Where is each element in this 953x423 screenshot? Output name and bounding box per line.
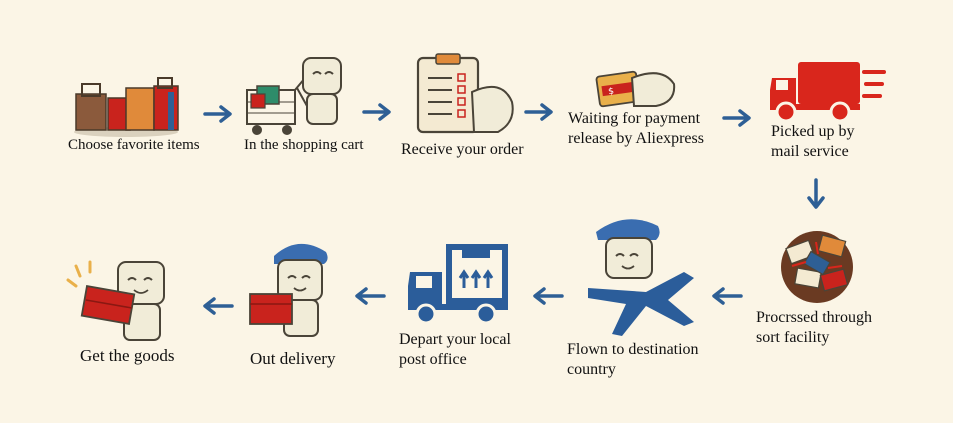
sorting-envelopes-icon [776,226,858,308]
step-label-out-delivery: Out delivery [250,349,336,368]
step-label-depart-line2: post office [399,351,467,368]
arrow-left-icon [709,286,743,311]
step-label-get-goods: Get the goods [80,346,175,365]
step-label-picked-up-line2: mail service [771,143,849,160]
delivery-truck-red-icon [768,60,886,124]
arrow-left-icon [530,286,564,311]
arrow-right-icon [203,104,235,129]
arrow-left-icon [352,286,386,311]
step-label-shopping-cart: In the shopping cart [244,137,364,153]
courier-character-icon [248,238,348,344]
step-label-sort-facility-line1: Procrssed through [756,309,872,326]
arrow-down-icon [806,178,826,217]
delivery-truck-blue-icon [406,242,510,326]
arrow-right-icon [362,102,394,127]
receiver-character-icon [66,256,184,348]
step-label-flown-line1: Flown to destination [567,341,699,358]
step-label-flown-line2: country [567,361,616,378]
step-label-picked-up-line1: Picked up by [771,123,855,140]
step-label-receive-order: Receive your order [401,141,524,158]
arrow-left-icon [200,296,234,321]
step-label-sort-facility-line2: sort facility [756,329,830,346]
clipboard-order-icon [412,52,522,137]
step-label-waiting-payment-line2: release by Aliexpress [568,130,704,147]
arrow-right-icon [722,108,754,133]
arrow-right-icon [524,102,556,127]
step-label-depart-line1: Depart your local [399,331,511,348]
shopping-bags-icon [68,77,188,138]
svg-text:$: $ [608,87,615,98]
payment-card-icon: $ [595,64,676,112]
step-label-waiting-payment-line1: Waiting for payment [568,110,701,127]
cart-character-icon [245,50,355,138]
step-label-choose-items: Choose favorite items [68,137,200,153]
airplane-character-icon [588,214,698,340]
